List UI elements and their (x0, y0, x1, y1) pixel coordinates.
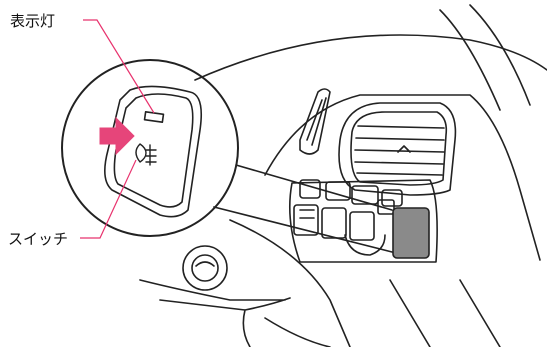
magnifier-connector (214, 165, 392, 252)
pointing-arrow-icon (100, 118, 134, 154)
side-vent (300, 89, 330, 154)
rear-fog-lamp-icon (136, 144, 156, 165)
dashboard-top-edge (195, 35, 547, 80)
highlighted-fog-switch (393, 208, 429, 258)
lower-panel (265, 280, 500, 347)
steering-column (140, 280, 290, 347)
dashboard-lower-curve (230, 220, 350, 347)
ignition-cylinder (183, 246, 227, 290)
switch-cluster (290, 180, 437, 262)
indicator-lamp (145, 112, 164, 122)
indicator-label: 表示灯 (10, 10, 55, 31)
switch-label: スイッチ (8, 228, 68, 249)
